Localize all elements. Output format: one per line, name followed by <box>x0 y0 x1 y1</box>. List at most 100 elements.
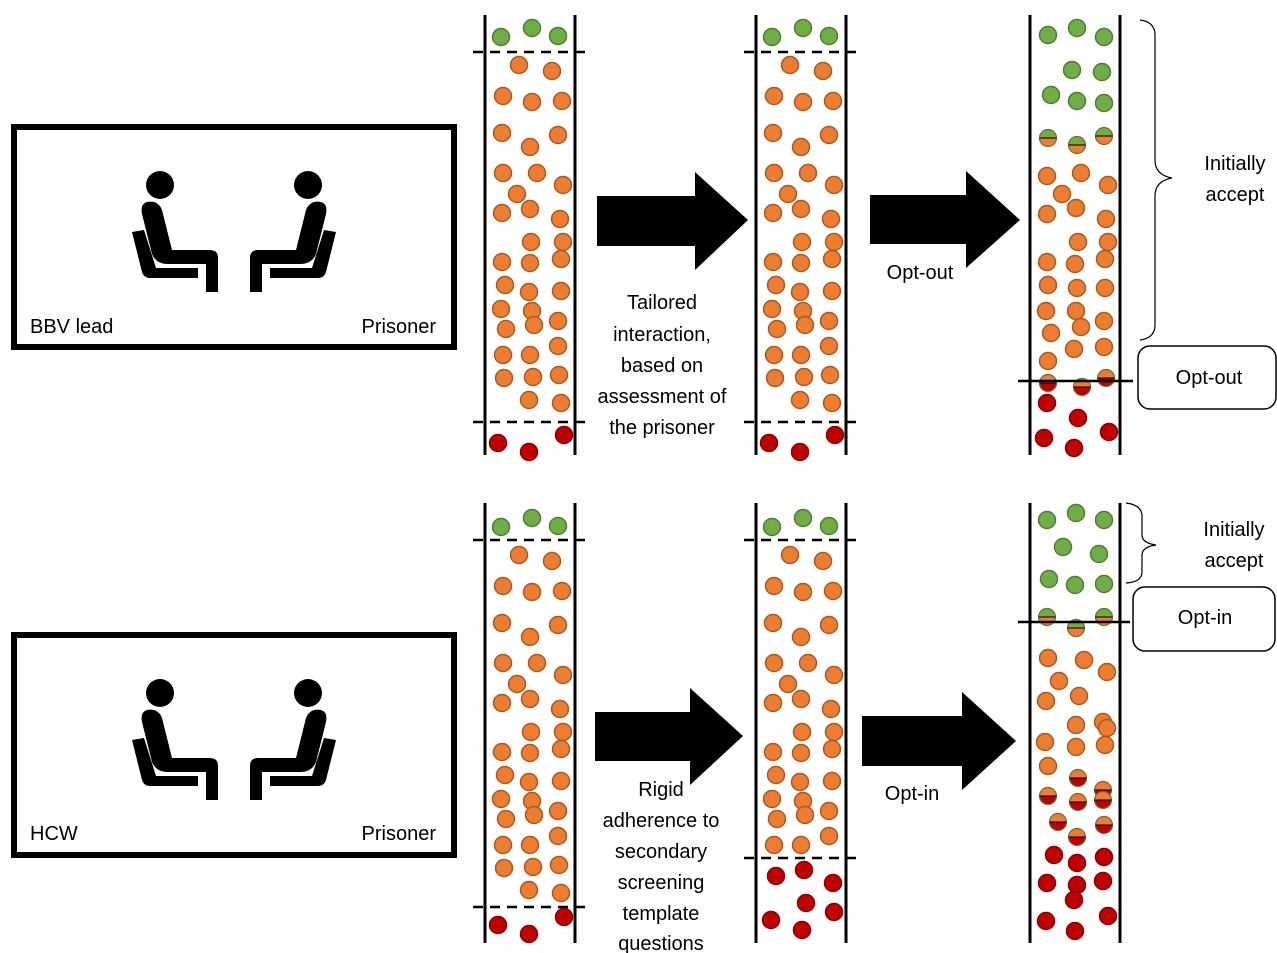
population-dot <box>791 253 811 273</box>
population-dot <box>1037 204 1057 224</box>
population-dot <box>554 907 574 927</box>
population-dot <box>542 61 562 81</box>
population-dot <box>1095 735 1115 755</box>
population-dot <box>764 86 784 106</box>
split-dot <box>1038 786 1058 806</box>
opt-out-label: Opt-out <box>887 262 954 284</box>
population-dot <box>791 835 811 855</box>
population-dot <box>1067 91 1087 111</box>
population-dot <box>792 232 812 252</box>
population-dot <box>825 425 845 445</box>
population-dot <box>1066 737 1086 757</box>
population-dot <box>548 311 568 331</box>
population-dot <box>794 367 814 387</box>
population-dot <box>762 517 782 537</box>
population-dot <box>763 123 783 143</box>
population-dot <box>548 615 568 635</box>
population-dot <box>1094 510 1114 530</box>
arrow1-caption: Tailored interaction, based on assessmen… <box>598 292 727 439</box>
column-3 <box>1028 15 1122 458</box>
population-dot <box>1067 853 1087 873</box>
population-dot <box>520 627 540 647</box>
column-4 <box>473 503 587 944</box>
person-left-icon <box>132 171 218 292</box>
population-dot <box>824 665 844 685</box>
population-dot <box>493 653 513 673</box>
population-dot <box>1036 691 1056 711</box>
population-dot <box>780 545 800 565</box>
population-dot <box>791 743 811 763</box>
population-dot <box>763 693 783 713</box>
population-dot <box>523 857 543 877</box>
population-dot <box>519 880 539 900</box>
population-dot <box>548 26 568 46</box>
split-dot <box>1038 373 1058 393</box>
population-dot <box>496 809 516 829</box>
population-dot <box>551 281 571 301</box>
population-dot <box>1097 662 1117 682</box>
population-dot <box>495 765 515 785</box>
population-dot <box>509 55 529 75</box>
population-dot <box>819 311 839 331</box>
population-dot <box>1092 62 1112 82</box>
column-1 <box>473 15 587 462</box>
population-dot <box>824 175 844 195</box>
population-dot <box>1071 163 1091 183</box>
population-dot <box>520 199 540 219</box>
population-dot <box>488 915 508 935</box>
svg-text:the prisoner: the prisoner <box>609 417 715 439</box>
population-dot <box>1093 871 1113 891</box>
population-dot <box>495 275 515 295</box>
bracket <box>1125 502 1157 584</box>
svg-text:based on: based on <box>621 355 703 377</box>
interviewer-label: BBV lead <box>30 316 113 338</box>
population-dot <box>1062 60 1082 80</box>
population-dot <box>1052 184 1072 204</box>
split-dot <box>1094 126 1114 146</box>
interview-scene: BBV lead Prisoner <box>11 124 457 350</box>
population-dot <box>527 653 547 673</box>
population-dot <box>1049 671 1069 691</box>
population-dot <box>791 137 811 157</box>
population-dot <box>813 551 833 571</box>
population-dot <box>1064 890 1084 910</box>
population-dot <box>790 282 810 302</box>
population-dot <box>520 743 540 763</box>
population-dot <box>542 551 562 571</box>
population-dot <box>1094 27 1114 47</box>
population-dot <box>1053 537 1073 557</box>
population-dot <box>780 55 800 75</box>
population-dot <box>551 249 571 269</box>
population-dot <box>791 627 811 647</box>
population-dot <box>791 345 811 365</box>
column-5 <box>744 503 858 943</box>
population-dot <box>548 801 568 821</box>
svg-text:assessment of: assessment of <box>598 386 727 408</box>
population-dot <box>793 18 813 38</box>
opt-out-box <box>1137 345 1277 410</box>
population-dot <box>796 893 816 913</box>
prisoner-label: Prisoner <box>362 823 437 845</box>
population-dot <box>822 739 842 759</box>
population-dot <box>1095 249 1115 269</box>
population-dot <box>519 772 539 792</box>
population-dot <box>763 203 783 223</box>
population-dot <box>507 184 527 204</box>
population-dot <box>1037 252 1057 272</box>
bottom-row: HCW Prisoner Rigid adherence to secondar… <box>11 502 1276 953</box>
population-dot <box>519 924 539 944</box>
population-dot <box>1064 339 1084 359</box>
population-dot <box>492 203 512 223</box>
population-dot <box>1067 278 1087 298</box>
population-dot <box>1038 351 1058 371</box>
population-dot <box>521 232 541 252</box>
population-dot <box>1066 503 1086 523</box>
population-dot <box>762 27 782 47</box>
population-dot <box>819 826 839 846</box>
person-right-icon <box>250 171 336 292</box>
population-dot <box>1094 574 1114 594</box>
column-6 <box>1028 503 1122 943</box>
population-dot <box>766 866 786 886</box>
population-dot <box>764 163 784 183</box>
population-dot <box>762 299 782 319</box>
